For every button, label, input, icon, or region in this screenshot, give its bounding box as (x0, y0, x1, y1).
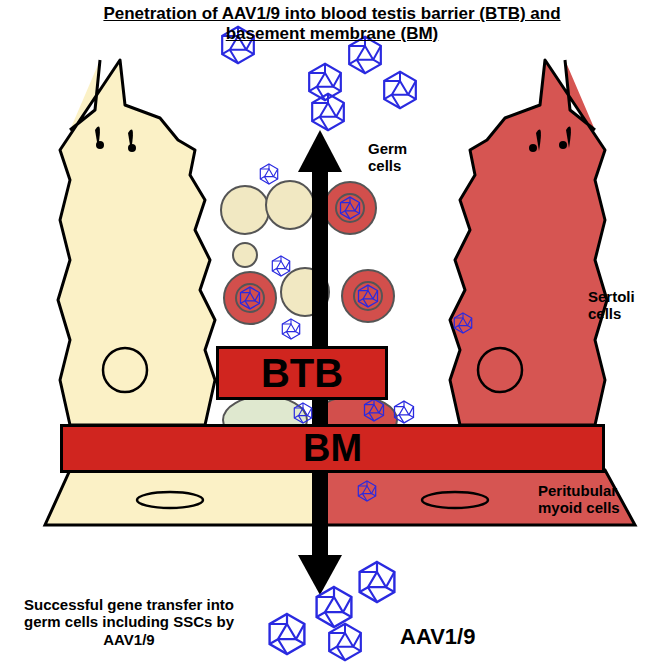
node-label: BTB (261, 351, 343, 396)
aav-particle (222, 27, 472, 660)
cell-label: Germ cells (368, 140, 438, 175)
sertoli-cell (450, 60, 607, 425)
title: Penetration of AAV1/9 into blood testis … (70, 4, 594, 45)
cell-label: Peritubular myoid cells (538, 482, 660, 517)
sertoli-cell (58, 60, 215, 425)
virus-label: AAV1/9 (400, 624, 510, 649)
node-label: BM (303, 427, 362, 470)
membrane-band: BM (60, 424, 605, 473)
myoid-cell (45, 470, 320, 525)
cell-label: Sertoli cells (588, 288, 658, 323)
note-text: Successful gene transfer into germ cells… (4, 596, 254, 648)
barrier-box: BTB (216, 346, 388, 400)
germ-cells (221, 181, 397, 444)
